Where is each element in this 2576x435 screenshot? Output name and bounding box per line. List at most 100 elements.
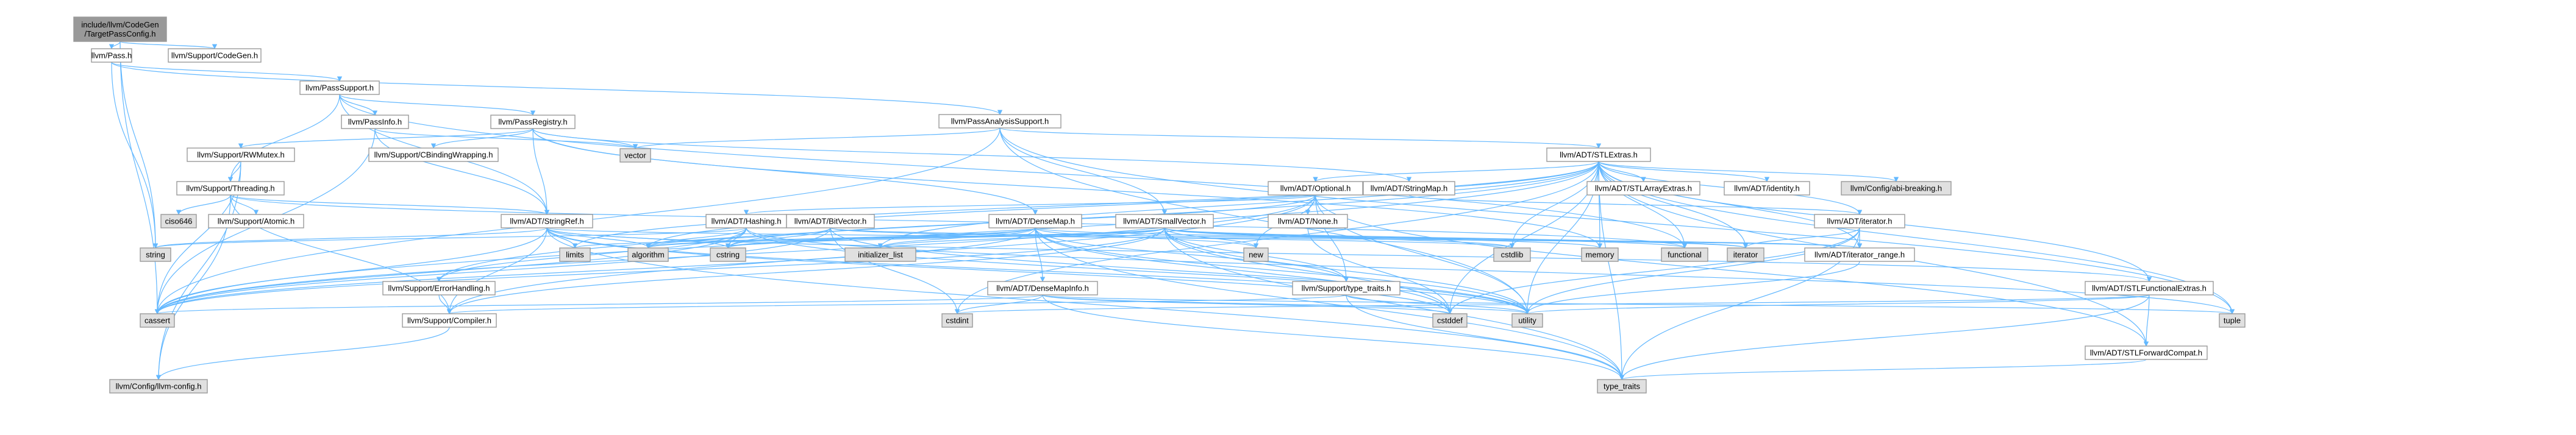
node-pass[interactable]: llvm/Pass.h bbox=[91, 48, 132, 63]
edge-errorhandling-to-compiler bbox=[438, 294, 452, 314]
node-stlfunctionalextras[interactable]: llvm/ADT/STLFunctionalExtras.h bbox=[2085, 281, 2214, 295]
node-new[interactable]: new bbox=[1243, 247, 1269, 262]
node-none[interactable]: llvm/ADT/None.h bbox=[1268, 214, 1348, 228]
node-memory[interactable]: memory bbox=[1581, 247, 1619, 262]
node-label: llvm/Support/CodeGen.h bbox=[171, 51, 258, 60]
edge-optional-to-typetraits_llvm bbox=[1315, 194, 1349, 282]
node-box bbox=[140, 313, 175, 328]
node-iterator[interactable]: iterator bbox=[1727, 247, 1764, 262]
edge-none-to-cstddef bbox=[1307, 227, 1453, 314]
node-cstdint[interactable]: cstdint bbox=[941, 313, 973, 328]
node-algorithm[interactable]: algorithm bbox=[627, 247, 669, 262]
node-passanalysissupport[interactable]: llvm/PassAnalysisSupport.h bbox=[938, 114, 1061, 129]
node-label: cstddef bbox=[1437, 316, 1463, 325]
node-type_traits[interactable]: type_traits bbox=[1597, 379, 1647, 394]
node-passsupport[interactable]: llvm/PassSupport.h bbox=[299, 80, 380, 95]
node-hashing[interactable]: llvm/ADT/Hashing.h bbox=[705, 214, 787, 228]
edge-passanalysissupport-to-vector bbox=[633, 127, 1001, 149]
node-cbindingwrapping[interactable]: llvm/Support/CBindingWrapping.h bbox=[368, 147, 499, 162]
edge-bitvector-to-cstdlib bbox=[830, 227, 1515, 249]
node-label: new bbox=[1249, 250, 1263, 260]
node-stlforwardcompat[interactable]: llvm/ADT/STLForwardCompat.h bbox=[2085, 345, 2208, 360]
node-iteratorh[interactable]: llvm/ADT/iterator.h bbox=[1814, 214, 1905, 228]
node-utility[interactable]: utility bbox=[1511, 313, 1543, 328]
node-label: type_traits bbox=[1604, 382, 1640, 391]
edge-passsupport-to-passinfo bbox=[339, 94, 378, 116]
node-support_codegen[interactable]: llvm/Support/CodeGen.h bbox=[168, 48, 262, 63]
node-tuple[interactable]: tuple bbox=[2219, 313, 2246, 328]
node-densemap[interactable]: llvm/ADT/DenseMap.h bbox=[988, 214, 1082, 228]
node-label: llvm/ADT/iterator.h bbox=[1827, 217, 1893, 226]
node-rwmutex[interactable]: llvm/Support/RWMutex.h bbox=[187, 147, 295, 162]
node-label: llvm/PassInfo.h bbox=[348, 118, 402, 127]
node-identity[interactable]: llvm/ADT/identity.h bbox=[1724, 181, 1810, 196]
edge-smallvector-to-initializer_list bbox=[878, 227, 1165, 249]
node-label: llvm/ADT/STLArrayExtras.h bbox=[1595, 184, 1692, 193]
node-box bbox=[619, 148, 651, 163]
edge-stlextras-to-limits bbox=[572, 161, 1599, 249]
node-box bbox=[1804, 247, 1915, 262]
node-label: llvm/ADT/BitVector.h bbox=[794, 217, 866, 226]
node-box bbox=[987, 281, 1098, 295]
node-llvmconfig[interactable]: llvm/Config/llvm-config.h bbox=[109, 379, 208, 394]
node-cstdlib[interactable]: cstdlib bbox=[1493, 247, 1531, 262]
node-box bbox=[1724, 181, 1810, 196]
edge-root-to-support_codegen bbox=[120, 41, 218, 49]
edge-optional-to-hashing bbox=[744, 194, 1316, 215]
node-cstring[interactable]: cstring bbox=[710, 247, 746, 262]
node-abibreaking[interactable]: llvm/Config/abi-breaking.h bbox=[1841, 181, 1952, 196]
edge-stringref-to-string bbox=[153, 227, 548, 249]
node-label: llvm/ADT/iterator_range.h bbox=[1814, 250, 1905, 260]
node-box bbox=[1363, 181, 1455, 196]
node-label: llvm/PassAnalysisSupport.h bbox=[951, 117, 1049, 126]
node-bitvector[interactable]: llvm/ADT/BitVector.h bbox=[786, 214, 875, 228]
node-string[interactable]: string bbox=[140, 247, 171, 262]
node-ciso646[interactable]: ciso646 bbox=[160, 214, 197, 228]
edge-rwmutex-to-llvmconfig bbox=[155, 161, 241, 380]
node-compiler[interactable]: llvm/Support/Compiler.h bbox=[402, 313, 497, 328]
node-label: cstdlib bbox=[1501, 250, 1524, 260]
node-atomic[interactable]: llvm/Support/Atomic.h bbox=[208, 214, 304, 228]
edge-densemap-to-new bbox=[1035, 227, 1259, 249]
node-stlarrayextras[interactable]: llvm/ADT/STLArrayExtras.h bbox=[1586, 181, 1700, 196]
node-box bbox=[501, 214, 593, 228]
node-functional[interactable]: functional bbox=[1661, 247, 1708, 262]
node-threading[interactable]: llvm/Support/Threading.h bbox=[176, 181, 285, 196]
node-cassert[interactable]: cassert bbox=[140, 313, 175, 328]
edge-bitvector-to-cassert bbox=[154, 227, 831, 314]
node-errorhandling[interactable]: llvm/Support/ErrorHandling.h bbox=[382, 281, 496, 295]
edge-densemapinfo-to-cassert bbox=[155, 294, 1043, 314]
node-stringmap[interactable]: llvm/ADT/StringMap.h bbox=[1363, 181, 1455, 196]
edge-stlextras-to-type_traits bbox=[1598, 161, 1625, 380]
edge-stringref-to-algorithm bbox=[546, 227, 651, 249]
edge-stringref-to-cassert bbox=[154, 227, 548, 314]
node-box bbox=[382, 281, 496, 295]
node-label: limits bbox=[566, 250, 584, 260]
node-initializer_list[interactable]: initializer_list bbox=[844, 247, 916, 262]
node-typetraits_llvm[interactable]: llvm/Support/type_traits.h bbox=[1292, 281, 1400, 295]
node-passregistry[interactable]: llvm/PassRegistry.h bbox=[490, 115, 576, 129]
node-iterator_range[interactable]: llvm/ADT/iterator_range.h bbox=[1804, 247, 1915, 262]
node-label: ciso646 bbox=[165, 217, 193, 226]
node-box bbox=[1841, 181, 1952, 196]
edge-smallvector-to-new bbox=[1164, 227, 1259, 249]
edge-hashing-to-errorhandling bbox=[436, 227, 747, 282]
node-stringref[interactable]: llvm/ADT/StringRef.h bbox=[501, 214, 593, 228]
node-box bbox=[73, 16, 167, 42]
node-densemapinfo[interactable]: llvm/ADT/DenseMapInfo.h bbox=[987, 281, 1098, 295]
node-box bbox=[1661, 247, 1708, 262]
node-label: llvm/Support/ErrorHandling.h bbox=[388, 284, 490, 293]
node-cstddef[interactable]: cstddef bbox=[1432, 313, 1468, 328]
node-limits[interactable]: limits bbox=[559, 247, 591, 262]
edge-bitvector-to-algorithm bbox=[645, 227, 831, 249]
node-smallvector[interactable]: llvm/ADT/SmallVector.h bbox=[1115, 214, 1214, 228]
edge-hashing-to-string bbox=[153, 227, 747, 249]
edge-smallvector-to-utility bbox=[1164, 227, 1530, 314]
edge-smallvector-to-cstdlib bbox=[1164, 227, 1515, 249]
node-stlextras[interactable]: llvm/ADT/STLExtras.h bbox=[1546, 147, 1651, 162]
node-optional[interactable]: llvm/ADT/Optional.h bbox=[1268, 181, 1363, 196]
node-vector[interactable]: vector bbox=[619, 148, 651, 163]
node-label: llvm/PassSupport.h bbox=[305, 83, 374, 93]
edge-passregistry-to-stringmap bbox=[532, 128, 1411, 182]
node-passinfo[interactable]: llvm/PassInfo.h bbox=[341, 115, 409, 129]
